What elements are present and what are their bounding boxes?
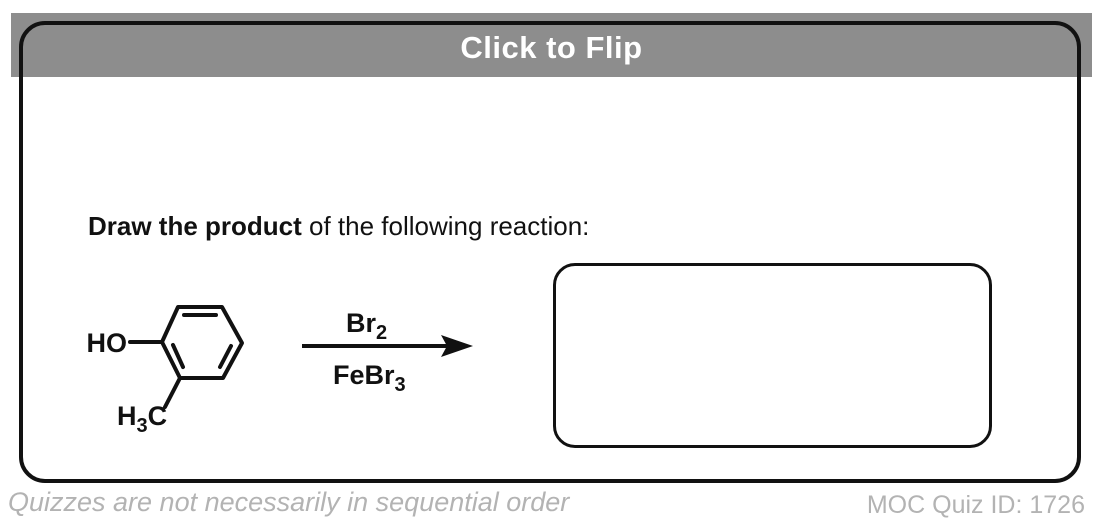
- question-text: Draw the product of the following reacti…: [88, 211, 589, 242]
- methyl-label: H3C: [117, 401, 167, 437]
- reaction-arrow: Br2 FeBr3: [302, 308, 473, 395]
- reactant-structure: HO H3C: [87, 305, 244, 437]
- methyl-bond: [163, 376, 182, 409]
- flashcard[interactable]: [19, 21, 1081, 483]
- arrow-head: [441, 335, 473, 357]
- footer-note: Quizzes are not necessarily in sequentia…: [8, 487, 570, 517]
- double-bond-right: [218, 344, 233, 369]
- double-bond-left: [171, 343, 185, 369]
- hydroxyl-label: HO: [87, 328, 128, 358]
- question-rest: of the following reaction:: [301, 211, 590, 241]
- quiz-id-label: MOC Quiz ID: 1726: [866, 491, 1085, 519]
- reagent-above-label: Br2: [346, 308, 387, 344]
- benzene-ring: [160, 305, 244, 380]
- reagent-below-label: FeBr3: [333, 360, 406, 395]
- answer-box: [553, 263, 992, 448]
- flip-banner-label: Click to Flip: [460, 30, 643, 65]
- question-bold: Draw the product: [88, 211, 302, 241]
